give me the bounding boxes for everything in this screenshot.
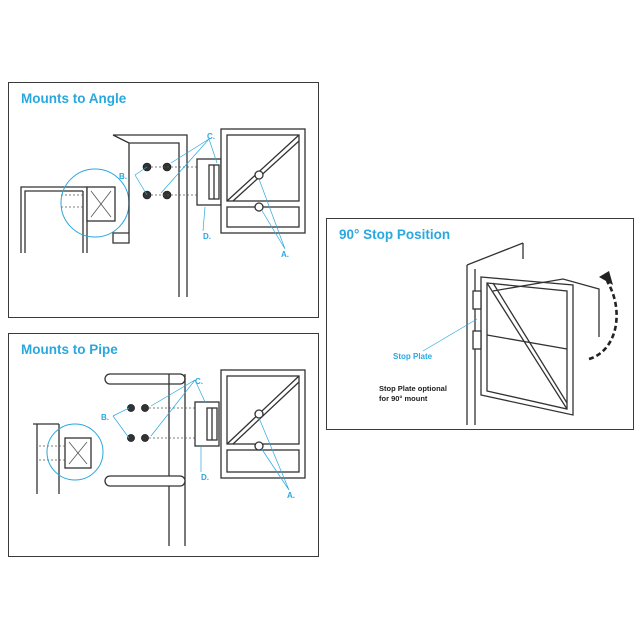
rotation-arrowhead (599, 271, 613, 285)
angle-post (112, 134, 188, 297)
stop-position-panel: Stop Plate Stop Plate optional for 90° m… (326, 218, 634, 430)
pipe-post (104, 373, 186, 546)
stop-position-diagram: Stop Plate Stop Plate optional for 90° m… (379, 242, 618, 425)
label-d: D. (201, 473, 209, 482)
detail-magnifier-circle (46, 423, 104, 481)
label-c: C. (195, 377, 203, 386)
mounts-to-pipe-panel: C. B. D. A. Mounts to Pipe (8, 333, 319, 557)
stop-plate (472, 290, 482, 350)
mounts-to-angle-diagram: C. B. D. A. (20, 128, 306, 297)
mounts-to-angle-panel: C. B. D. A. Mounts to Angle (8, 82, 319, 318)
open-gate-panel (480, 276, 600, 416)
label-c: C. (207, 132, 215, 141)
label-d: D. (203, 232, 211, 241)
gate-detail-thumbnail (20, 186, 116, 253)
gate-panel (220, 369, 306, 479)
panel-title: 90° Stop Position (339, 227, 451, 242)
panel-title: Mounts to Angle (21, 91, 127, 106)
rotation-arrow (588, 280, 618, 361)
gate-detail-thumbnail (33, 423, 92, 494)
label-a: A. (281, 250, 289, 259)
stop-plate-note-line1: Stop Plate optional (379, 384, 447, 393)
hinge-bracket (194, 401, 220, 447)
label-b: B. (119, 172, 127, 181)
hinge-bracket (196, 158, 222, 206)
gate-panel (220, 128, 306, 234)
stop-plate-label: Stop Plate (393, 352, 433, 361)
label-a: A. (287, 491, 295, 500)
stop-plate-note-line2: for 90° mount (379, 394, 428, 403)
label-b: B. (101, 413, 109, 422)
mounts-to-pipe-diagram: C. B. D. A. (33, 369, 306, 546)
bolt-set-b (127, 404, 205, 442)
panel-title: Mounts to Pipe (21, 342, 118, 357)
